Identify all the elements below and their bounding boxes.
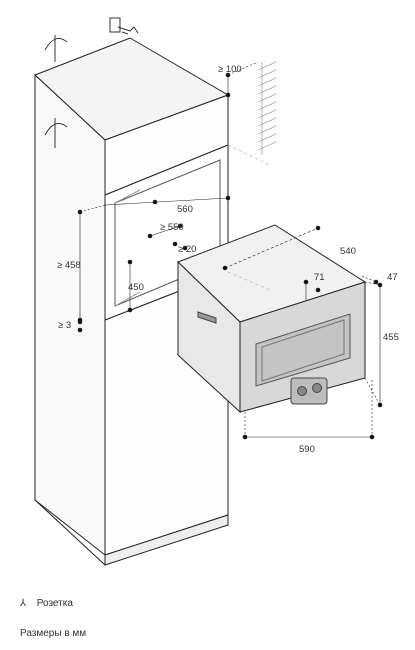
dim-panel-offset: 71 <box>314 272 325 283</box>
dim-niche-depth: ≥ 550 <box>160 222 184 233</box>
dim-niche-inner: 450 <box>128 282 144 293</box>
dim-niche-height: ≥ 458 <box>57 260 81 271</box>
dim-oven-depth: 540 <box>340 246 356 257</box>
socket-icon: ⅄ <box>20 598 27 609</box>
power-socket-icon <box>109 17 139 35</box>
legend-units-note: Размеры в мм <box>20 628 87 639</box>
dim-oven-height: 455 <box>383 332 399 343</box>
legend-socket-label: Розетка <box>36 598 73 609</box>
dim-oven-width: 590 <box>299 444 315 455</box>
dim-clearance-top: ≥ 100 <box>218 64 242 75</box>
dim-vent-gap: ≥ 20 <box>178 244 196 255</box>
dim-base-gap: ≥ 3 <box>58 320 71 331</box>
dim-niche-width: 560 <box>177 204 193 215</box>
wall-hatch <box>257 61 277 155</box>
dimension-lines <box>77 61 383 440</box>
dim-front-offset: 47 <box>387 272 398 283</box>
legend-socket: ⅄ Розетка <box>20 598 73 609</box>
door-swing-marks <box>44 35 68 148</box>
oven-appliance <box>177 224 367 414</box>
